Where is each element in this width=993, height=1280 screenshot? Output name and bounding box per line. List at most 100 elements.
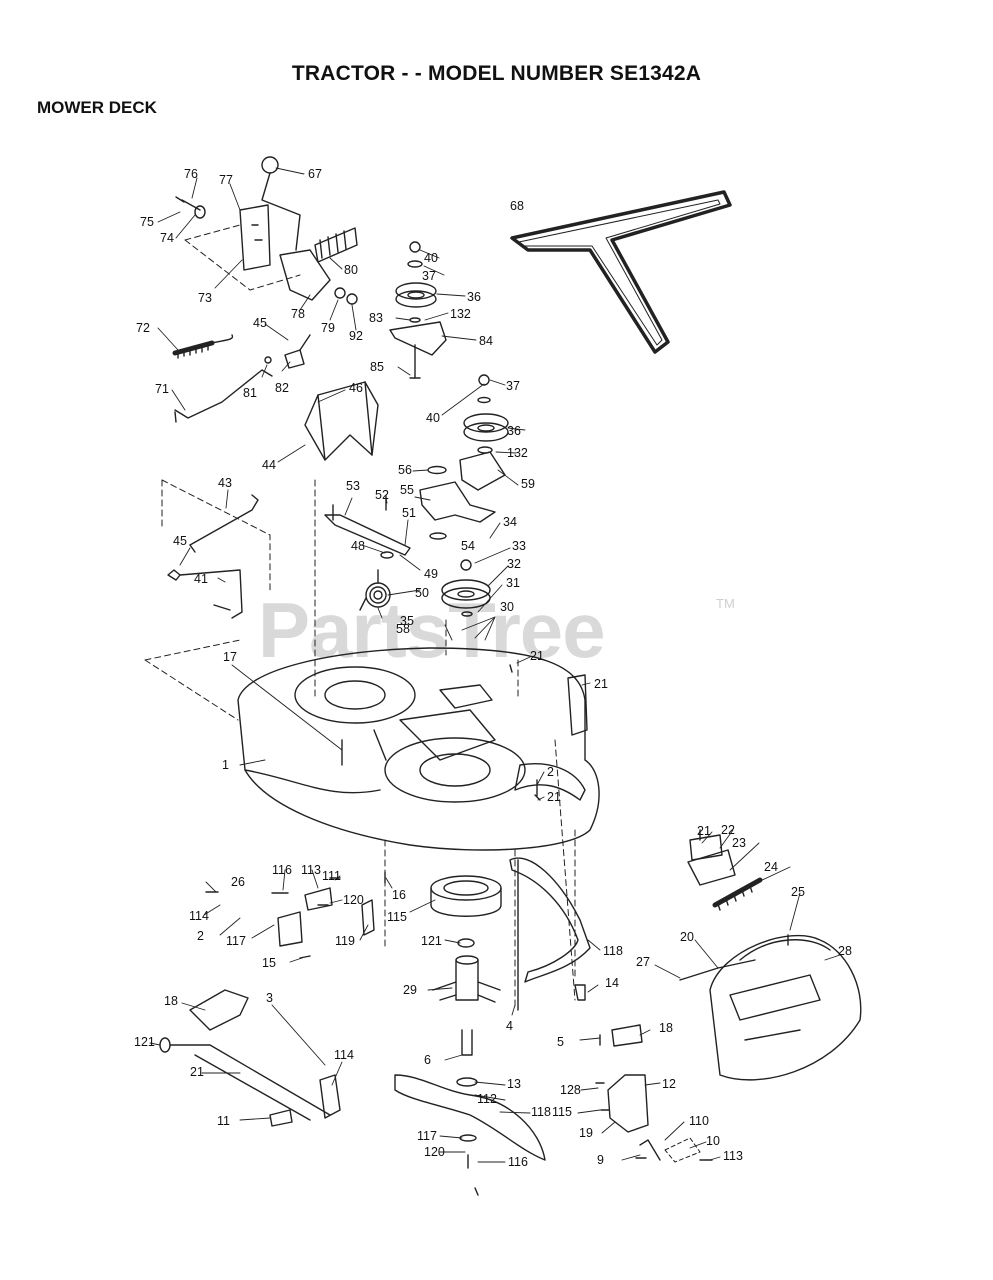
callout-53: 53 <box>346 479 360 493</box>
callout-25: 25 <box>791 885 805 899</box>
callout-128: 128 <box>560 1083 581 1097</box>
callout-116: 116 <box>272 863 292 877</box>
callout-33: 33 <box>512 539 526 553</box>
callout-117: 117 <box>226 934 246 948</box>
callout-45: 45 <box>173 534 187 548</box>
callout-23: 23 <box>732 836 746 850</box>
callout-4: 4 <box>506 1019 513 1033</box>
callout-58: 58 <box>396 622 410 636</box>
callout-45: 45 <box>253 316 267 330</box>
callout-74: 74 <box>160 231 174 245</box>
callout-2: 2 <box>547 765 554 779</box>
callout-73: 73 <box>198 291 212 305</box>
callout-3: 3 <box>266 991 273 1005</box>
lift-handle-assembly <box>175 156 358 305</box>
callout-31: 31 <box>506 576 520 590</box>
discharge-chute-assembly <box>679 834 862 1081</box>
callout-43: 43 <box>218 476 232 490</box>
callout-110: 110 <box>689 1114 709 1128</box>
section-title: MOWER DECK <box>37 98 157 117</box>
callout-27: 27 <box>636 955 650 969</box>
callout-71: 71 <box>155 382 169 396</box>
callout-112: 112 <box>477 1092 497 1106</box>
callout-78: 78 <box>291 307 305 321</box>
callout-13: 13 <box>507 1077 521 1091</box>
callout-113: 113 <box>723 1149 743 1163</box>
callout-37: 37 <box>506 379 520 393</box>
callout-72: 72 <box>136 321 150 335</box>
mower-deck-housing <box>144 479 600 1011</box>
callout-21: 21 <box>697 824 711 838</box>
callout-11: 11 <box>217 1114 230 1128</box>
callout-68: 68 <box>510 199 524 213</box>
callout-119: 119 <box>335 934 355 948</box>
callout-77: 77 <box>219 173 233 187</box>
idler-pulley-lower <box>419 374 509 540</box>
callout-83: 83 <box>369 311 383 325</box>
callout-21: 21 <box>190 1065 204 1079</box>
callout-8: 8 <box>0 0 7 3</box>
callout-26: 26 <box>231 875 245 889</box>
callout-76: 76 <box>184 167 198 181</box>
callout-51: 51 <box>402 506 416 520</box>
hardware-bolts <box>384 664 789 1196</box>
callout-10: 10 <box>706 1134 720 1148</box>
callout-121: 121 <box>421 934 442 948</box>
callout-22: 22 <box>721 823 735 837</box>
callout-118: 118 <box>531 1105 551 1119</box>
callout-116: 116 <box>508 1155 528 1169</box>
callout-36: 36 <box>467 290 481 304</box>
callout-120: 120 <box>424 1145 445 1159</box>
callout-49: 49 <box>424 567 438 581</box>
callout-132: 132 <box>450 307 471 321</box>
callout-16: 16 <box>392 888 406 902</box>
front-lift-link <box>159 989 341 1127</box>
mandrel-pulley <box>441 559 491 617</box>
callout-111: 111 <box>322 869 341 883</box>
callout-36: 36 <box>507 424 521 438</box>
callout-15: 15 <box>262 956 276 970</box>
callout-24: 24 <box>764 860 778 874</box>
watermark-trademark: TM <box>716 596 735 611</box>
callout-81: 81 <box>243 386 257 400</box>
callout-6: 6 <box>424 1053 431 1067</box>
callout-14: 14 <box>605 976 619 990</box>
front-hanger-rods <box>161 479 271 619</box>
callout-56: 56 <box>398 463 412 477</box>
callout-41: 41 <box>194 572 208 586</box>
callout-18: 18 <box>659 1021 673 1035</box>
callout-12: 12 <box>662 1077 676 1091</box>
page-title: TRACTOR - - MODEL NUMBER SE1342A <box>291 62 702 85</box>
callout-114: 114 <box>334 1048 354 1062</box>
idler-pulley-upper <box>389 241 447 379</box>
callout-50: 50 <box>415 586 429 600</box>
callout-120: 120 <box>343 893 364 907</box>
callout-37: 37 <box>422 269 436 283</box>
callout-40: 40 <box>426 411 440 425</box>
callout-28: 28 <box>838 944 852 958</box>
leader-lines <box>149 167 841 1163</box>
callout-114: 114 <box>189 909 209 923</box>
callout-21: 21 <box>594 677 608 691</box>
callout-29: 29 <box>403 983 417 997</box>
callout-115: 115 <box>552 1105 572 1119</box>
callout-84: 84 <box>479 334 493 348</box>
callout-67: 67 <box>308 167 322 181</box>
callout-30: 30 <box>500 600 514 614</box>
callout-79: 79 <box>321 321 335 335</box>
callout-44: 44 <box>262 458 276 472</box>
callout-52: 52 <box>375 488 389 502</box>
callout-117: 117 <box>417 1129 437 1143</box>
callout-46: 46 <box>349 381 363 395</box>
callout-118: 118 <box>603 944 623 958</box>
callout-80: 80 <box>344 263 358 277</box>
callout-92: 92 <box>349 329 363 343</box>
callout-21: 21 <box>547 790 561 804</box>
callout-54: 54 <box>461 539 475 553</box>
baffle-brackets <box>205 877 713 1163</box>
callout-5: 5 <box>557 1035 564 1049</box>
callout-32: 32 <box>507 557 521 571</box>
callout-9: 9 <box>597 1153 604 1167</box>
